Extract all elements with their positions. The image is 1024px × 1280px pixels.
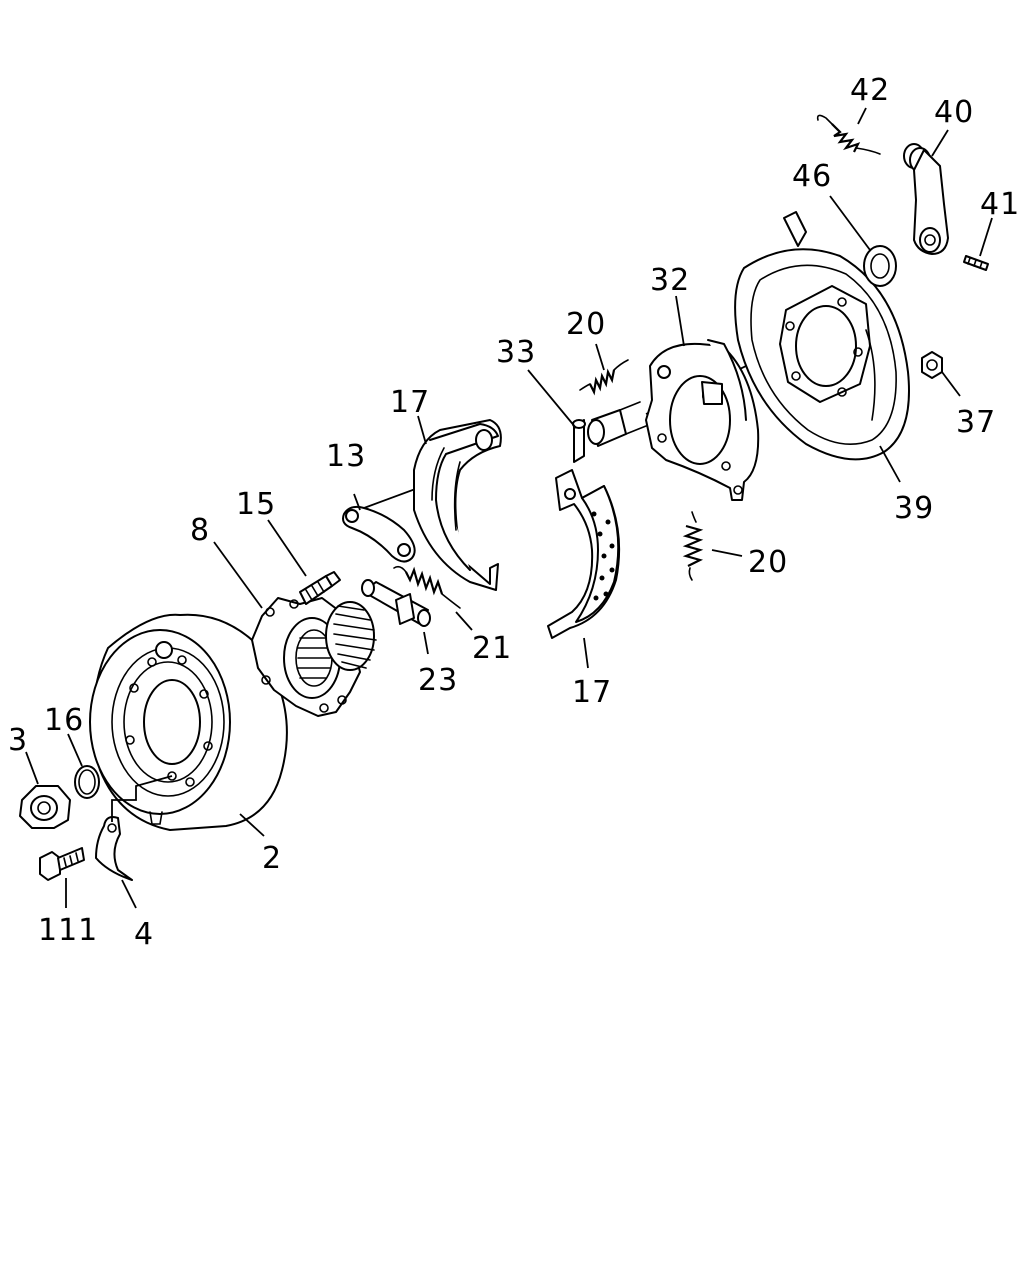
part-4-clip [95,816,133,881]
callout-17-lower: 17 [572,675,612,710]
callout-37: 37 [956,405,996,440]
callout-numbers: 3 16 111 4 2 8 15 13 17 23 21 17 33 20 2… [8,73,1020,952]
callout-15: 15 [236,487,276,522]
callout-17-upper: 17 [390,385,430,420]
part-39-backing-plate [734,211,910,461]
part-15-stud [299,571,341,605]
part-8-hub-flange [251,597,377,717]
part-42-spring [816,114,881,155]
callout-46: 46 [792,159,832,194]
callout-33: 33 [496,335,536,370]
callout-3: 3 [8,723,28,758]
callout-4: 4 [134,917,154,952]
part-32-anchor-plate [645,339,760,501]
callout-20-upper: 20 [566,307,606,342]
part-41-set-screw [963,255,989,271]
part-3-hex-nut [19,785,71,829]
part-17-brake-shoe-lower [547,469,621,639]
part-2-brake-drum [89,613,288,831]
callout-41: 41 [980,187,1020,222]
callout-40: 40 [934,95,974,130]
callout-8: 8 [190,513,210,548]
callout-39: 39 [894,491,934,526]
part-40-lever-arm [903,143,949,255]
callout-23: 23 [418,663,458,698]
callout-20-lower: 20 [748,545,788,580]
callout-21: 21 [472,631,512,666]
callout-111: 111 [38,913,98,948]
callout-42: 42 [850,73,890,108]
part-20-spring-upper [579,359,629,396]
callout-13: 13 [326,439,366,474]
part-111-bolt [39,847,85,881]
part-20-spring-lower [682,511,704,581]
part-37-nut [921,351,943,379]
leader-lines [25,107,993,909]
part-23-anchor-pin [361,579,431,627]
part-46-seal-ring [863,245,897,287]
callout-16: 16 [44,703,84,738]
part-21-return-spring [393,565,461,609]
callout-2: 2 [262,841,282,876]
part-17-brake-shoe-upper [413,419,502,591]
part-16-o-ring [74,765,100,799]
callout-32: 32 [650,263,690,298]
